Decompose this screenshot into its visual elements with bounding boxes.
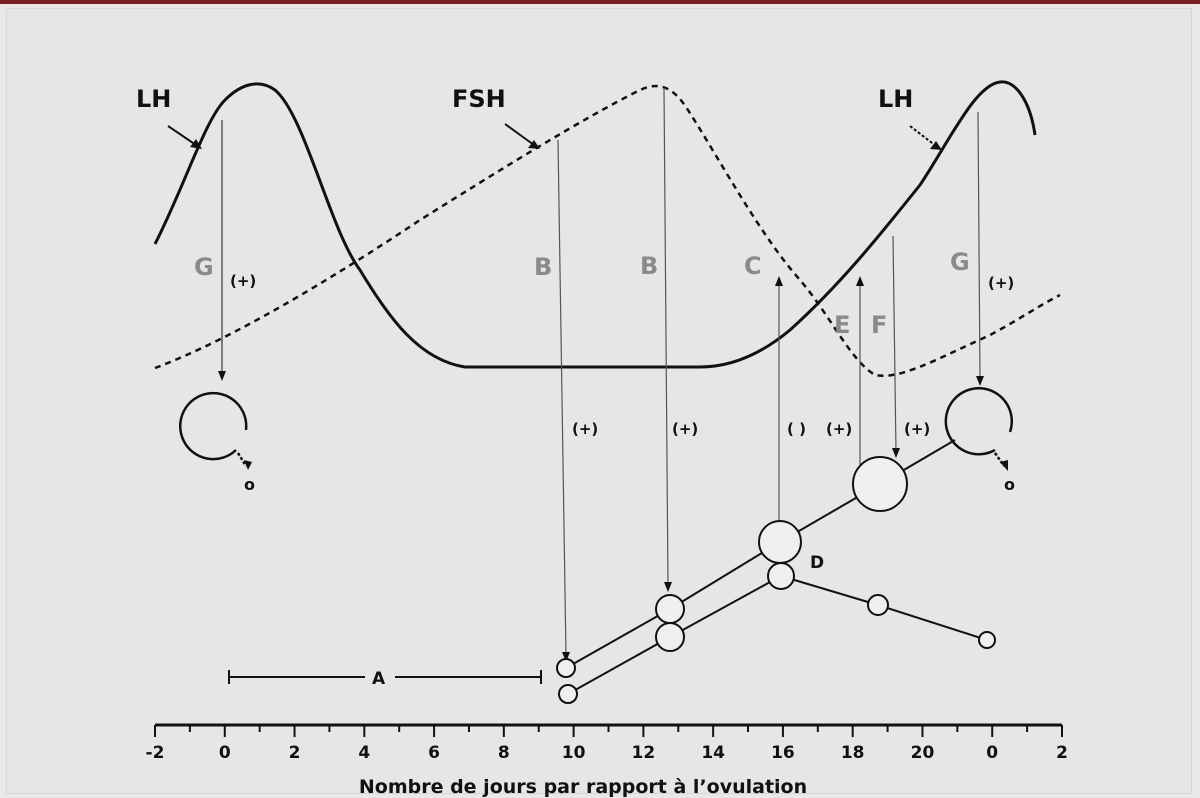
follicle-upper-16 (758, 520, 802, 564)
lh-left-label: LH (136, 85, 171, 113)
effect-e: (+) (826, 420, 852, 438)
lh-left-pointer (167, 125, 202, 149)
x-axis-tick-label: 14 (701, 743, 725, 763)
x-axis-tick-label: 0 (986, 743, 998, 763)
fsh-pointer (504, 123, 540, 149)
effect-f: (+) (904, 420, 930, 438)
arrow-b1 (557, 139, 570, 662)
effect-g-left: (+) (230, 272, 256, 290)
interval-a (228, 670, 542, 684)
letter-e: E (834, 311, 850, 339)
letter-b2: B (640, 252, 658, 280)
x-axis-tick-label: 2 (289, 743, 301, 763)
x-axis-tick-label: 0 (219, 743, 231, 763)
ovulating-follicle-right (944, 387, 1014, 471)
x-axis-tick-label: 16 (771, 743, 795, 763)
letter-c: C (744, 252, 762, 280)
arrow-e (856, 276, 864, 468)
arrow-b2 (663, 87, 672, 592)
top-accent-bar (0, 0, 1200, 4)
follicle-lower-10 (558, 684, 578, 704)
arrow-f (892, 235, 900, 458)
arrow-c (775, 276, 783, 522)
ovocyte-left: o (244, 475, 255, 494)
letter-d: D (810, 553, 824, 573)
follicle-upper-10 (556, 658, 576, 678)
follicle-upper-12 (655, 594, 685, 624)
x-axis-tick-label: 8 (498, 743, 510, 763)
arrow-g-right (976, 111, 984, 386)
follicle-lower-end (978, 631, 996, 649)
fsh-label: FSH (452, 85, 506, 113)
x-axis-tick-label: 12 (632, 743, 656, 763)
letter-g-left: G (194, 253, 214, 281)
follicle-lower-19 (867, 594, 889, 616)
effect-g-right: (+) (988, 274, 1014, 292)
letter-f: F (871, 311, 887, 339)
x-axis-ticks (154, 725, 1063, 737)
follicle-upper-19 (852, 456, 908, 512)
follicle-lower-12 (655, 622, 685, 652)
effect-c: ( ) (787, 420, 806, 438)
x-axis-title: Nombre de jours par rapport à l’ovulatio… (359, 776, 807, 798)
lh-curve (153, 80, 1037, 369)
ovulating-follicle-left (179, 391, 252, 470)
arrow-g-left (218, 120, 226, 381)
letter-g-right: G (950, 248, 970, 276)
x-axis-tick-label: 6 (428, 743, 440, 763)
fsh-curve (154, 84, 1061, 377)
x-axis-tick-label: 18 (841, 743, 865, 763)
letter-b1: B (534, 253, 552, 281)
follicle-lower-16 (767, 562, 795, 590)
interval-a-label: A (372, 669, 386, 689)
x-axis-tick-label: 10 (562, 743, 586, 763)
effect-b2: (+) (672, 420, 698, 438)
x-axis-tick-labels: -2 0 2 4 6 8 10 12 14 16 18 20 0 2 (146, 743, 1068, 763)
lh-right-pointer (909, 125, 942, 150)
ovocyte-right: o (1004, 475, 1015, 494)
lh-right-label: LH (878, 85, 913, 113)
x-axis-tick-label: -2 (146, 743, 165, 763)
x-axis-tick-label: 4 (358, 743, 370, 763)
figure-frame (6, 8, 1192, 794)
atretic-follicle-track (567, 575, 988, 695)
x-axis-tick-label: 2 (1056, 743, 1068, 763)
x-axis-tick-label: 20 (911, 743, 935, 763)
effect-b1: (+) (572, 420, 598, 438)
